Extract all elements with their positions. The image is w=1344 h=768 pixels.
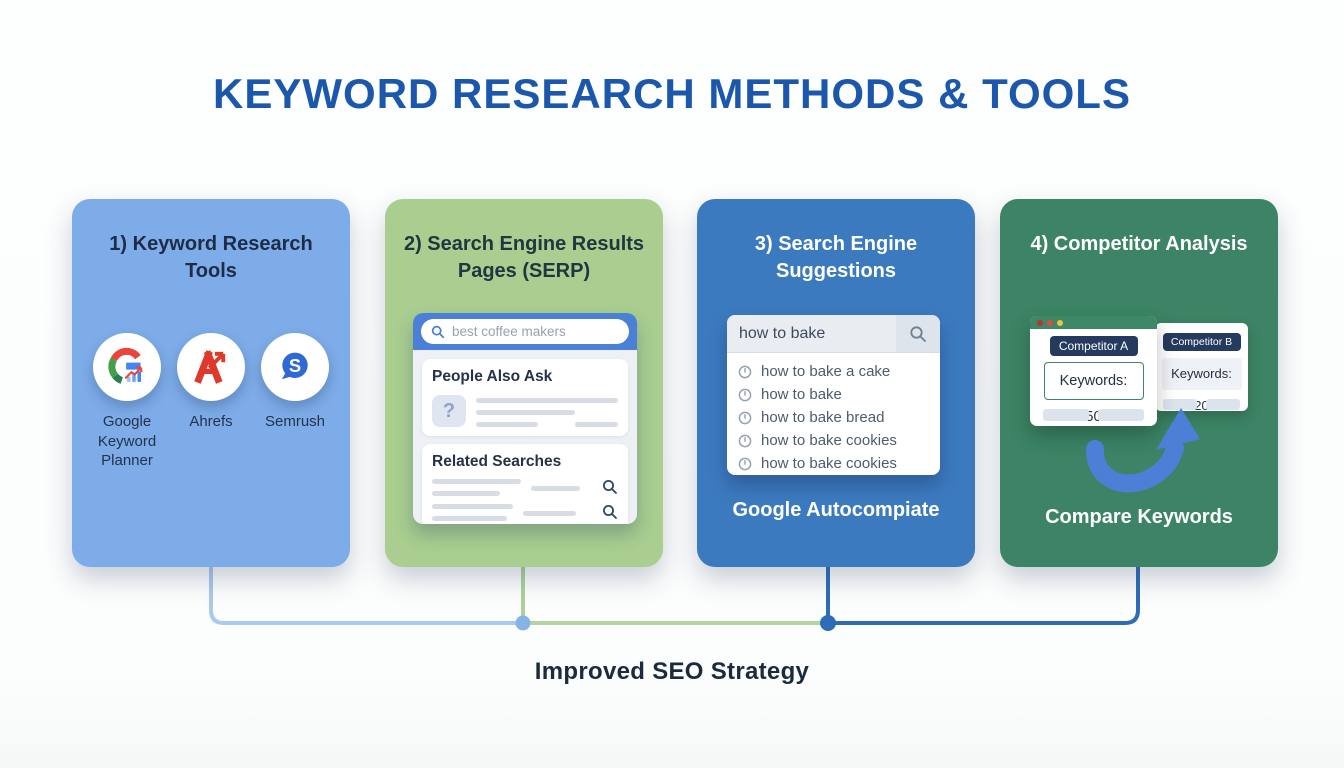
suggestion-item: how to bake [738,383,940,406]
window-minimize-dot [1047,319,1053,326]
compare-keywords-caption: Compare Keywords [1045,506,1233,528]
curved-arrow-icon [1086,408,1200,493]
tool-semrush: S Semrush [253,333,337,471]
competitor-a-window: Competitor A Keywords: 1500 [1030,316,1157,426]
tool-label: Google Keyword Planner [97,413,157,469]
suggestion-item: how to bake cookies [738,429,940,452]
tool-label: Ahrefs [189,413,233,430]
serp-header: best coffee makers [413,313,637,350]
placeholder-pill [1043,409,1089,421]
competitor-a-label: Competitor A [1049,336,1138,356]
autocomplete-input: how to bake [727,315,896,352]
clock-icon [738,457,752,470]
card-competitor-analysis: 4) Competitor Analysis Competitor B Keyw… [1000,199,1278,567]
card-4-title: 4) Competitor Analysis [1030,233,1248,255]
google-keyword-planner-icon [108,347,143,384]
question-mark-badge: ? [432,395,466,427]
tool-label: Semrush [264,413,326,430]
competitor-b-keywords: Keywords: 1200 [1161,358,1242,413]
competitor-b-window: Competitor B Keywords: 1200 [1155,323,1248,413]
placeholder-lines [432,504,594,521]
window-close-dot [1037,319,1043,326]
tools-row: Google Keyword Planner Ahrefs [72,333,350,471]
card-2-title: 2) Search Engine Results Pages (SERP) [403,233,645,282]
suggestion-item: how to bake cookies [738,452,940,475]
search-icon [910,325,926,342]
placeholder-pill [1163,399,1197,410]
ahrefs-icon [194,350,226,384]
related-searches-card: Related Searches [422,444,628,524]
clock-icon [738,388,752,401]
card-keyword-research-tools: 1) Keyword Research Tools [72,199,350,567]
semrush-icon: S [281,352,308,380]
placeholder-lines [476,395,618,427]
search-icon [603,480,617,494]
autocomplete-mockup: how to bake how to bake a cake how to ba… [727,315,940,475]
card-3-title: 3) Search Engine Suggestions [754,233,918,282]
tool-google-keyword-planner: Google Keyword Planner [85,333,169,471]
window-titlebar [1030,316,1157,329]
search-icon [603,505,617,519]
clock-icon [738,365,752,378]
placeholder-pill [1098,409,1144,421]
autocomplete-search-button [896,315,940,352]
card-search-suggestions: 3) Search Engine Suggestions how to bake… [697,199,975,567]
competitor-b-label: Competitor B [1162,333,1241,351]
related-searches-title: Related Searches [432,453,562,470]
footer-title: Improved SEO Strategy [534,658,810,685]
page-title: KEYWORD RESEARCH METHODS & TOOLS [213,70,1131,117]
clock-icon [738,411,752,424]
serp-search-query: best coffee makers [452,324,566,339]
window-maximize-dot [1057,319,1063,326]
people-also-ask-title: People Also Ask [432,368,553,385]
people-also-ask-card: People Also Ask ? [422,359,628,436]
card-serp: 2) Search Engine Results Pages (SERP) be… [385,199,663,567]
search-icon [431,325,445,338]
suggestion-item: how to bake bread [738,406,940,429]
svg-text:S: S [289,355,301,376]
competitor-a-keywords: Keywords: 1500 [1043,362,1144,425]
autocomplete-caption: Google Autocompiate [732,499,940,521]
clock-icon [738,434,752,447]
card-1-title: 1) Keyword Research Tools [109,233,313,282]
placeholder-pill [1206,399,1240,410]
tool-ahrefs: Ahrefs [169,333,253,471]
serp-search-bar: best coffee makers [421,319,629,344]
suggestion-item: how to bake a cake [738,360,940,383]
connector-node-light-blue [515,615,531,631]
connector-node-dark-blue [820,615,836,631]
placeholder-lines [432,479,594,496]
serp-mockup: best coffee makers People Also Ask ? [413,313,637,524]
suggestion-list: how to bake a cake how to bake how to ba… [727,353,940,475]
